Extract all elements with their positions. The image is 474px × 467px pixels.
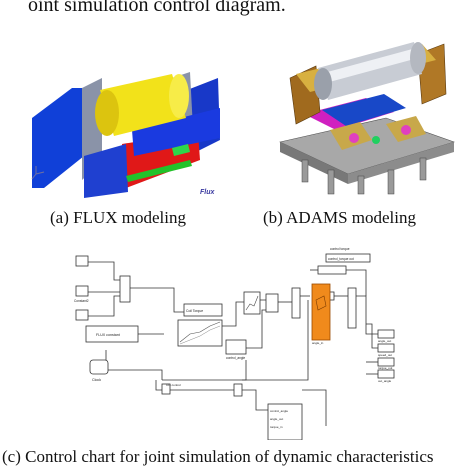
delay-block [161,383,171,395]
axis-triad-icon [31,166,45,180]
signal-line [88,295,122,317]
adams-subsystem-block [311,283,331,341]
control-angle-b-label: control_angle [270,409,288,413]
adams-model-figure [279,42,455,195]
sum-block [233,383,243,397]
torque-out-scope [377,357,395,367]
coil-torque-block [183,303,223,317]
torque-in-label: torque_in [270,425,283,429]
adams-cylinder-end [314,68,332,100]
input-blocks [75,255,139,375]
switch-block [119,275,131,303]
lookup-curve-2 [179,325,221,345]
signal-line [162,360,247,381]
adams-subsystem-icon [315,295,327,311]
constant-block-3 [75,309,89,321]
adams-cylinder-highlight [320,48,418,84]
flux-back-wall [32,88,84,188]
clock-label: Clock [92,378,101,382]
signal-line [302,389,327,426]
signal-line [346,269,367,296]
constant2-label: Constant2 [74,299,89,303]
flux-blue-base [84,144,128,198]
torque-out-label: torque_out [378,366,393,370]
to-workspace-block [267,403,303,440]
coil-torque-label: Coil Torque [186,309,203,313]
signal-line [242,389,268,411]
flux-logo: Flux [200,189,215,196]
flux-cylinder-cap [169,74,189,118]
control-torque-out-label: control_torque out [328,257,354,261]
flux-constant-block [85,325,139,343]
caption-a: (a) FLUX modeling [50,208,186,227]
control-torque-label: control torque [330,247,350,251]
top-caption: oint simulation control diagram. [28,0,286,16]
angle-out-scope [377,329,395,339]
speed-out-label: speed_out [378,353,392,357]
adams-legs [301,157,427,195]
adams-base-front [348,142,454,184]
out-angle-label: out_angle [378,379,392,383]
angle-in-label: angle_in [312,341,324,345]
scope-trace [245,295,259,311]
demux-block [347,287,357,329]
caption-b: (b) ADAMS modeling [263,208,416,227]
adams-pink-part-2 [401,125,411,135]
adams-pink-part [349,133,359,143]
clock-block [89,359,109,375]
signal-line [366,323,378,349]
display-block [317,265,347,275]
scope-block [243,291,261,315]
signal-line [155,380,234,391]
bottom-caption: (c) Control chart for joint simulation o… [2,447,434,466]
adams-cylinder-cap [410,42,426,74]
adams-green-part [372,136,380,144]
flux-cylinder-end [95,90,119,136]
signal-line [222,301,244,327]
adams-blue-block [322,94,406,126]
signal-line [246,309,272,349]
control-angle-block [225,339,247,355]
lookup-curve [179,321,221,343]
flux-constant-label: FLUX constant [96,333,120,337]
flux-model-figure: Flux [31,72,220,198]
angle-out-b-label: angle_out [270,417,283,421]
flux-cylinder-body [100,74,186,136]
signal-line [88,261,122,281]
control-angle-label: control_angle [226,356,245,360]
signal-line [356,295,380,335]
mux-block [291,287,301,319]
signal-line [105,350,163,380]
flux-green-strip [126,160,192,182]
gain-block [265,293,279,313]
signal-line [130,287,184,313]
flux-green-strip-2 [172,144,190,156]
signal-line [242,300,309,381]
out-angle-scope [377,369,395,379]
flux-blue-top [132,108,220,156]
constant2-block [75,285,89,297]
speed-out-scope [377,343,395,353]
control-torque-out-block [325,253,371,263]
angle-out-label: angle_out [378,339,391,343]
constant-block [75,255,89,267]
simulink-diagram: FLUX constant Clock Constant2 Coil Torqu… [74,247,395,440]
out-control-label: Out control [166,383,181,387]
